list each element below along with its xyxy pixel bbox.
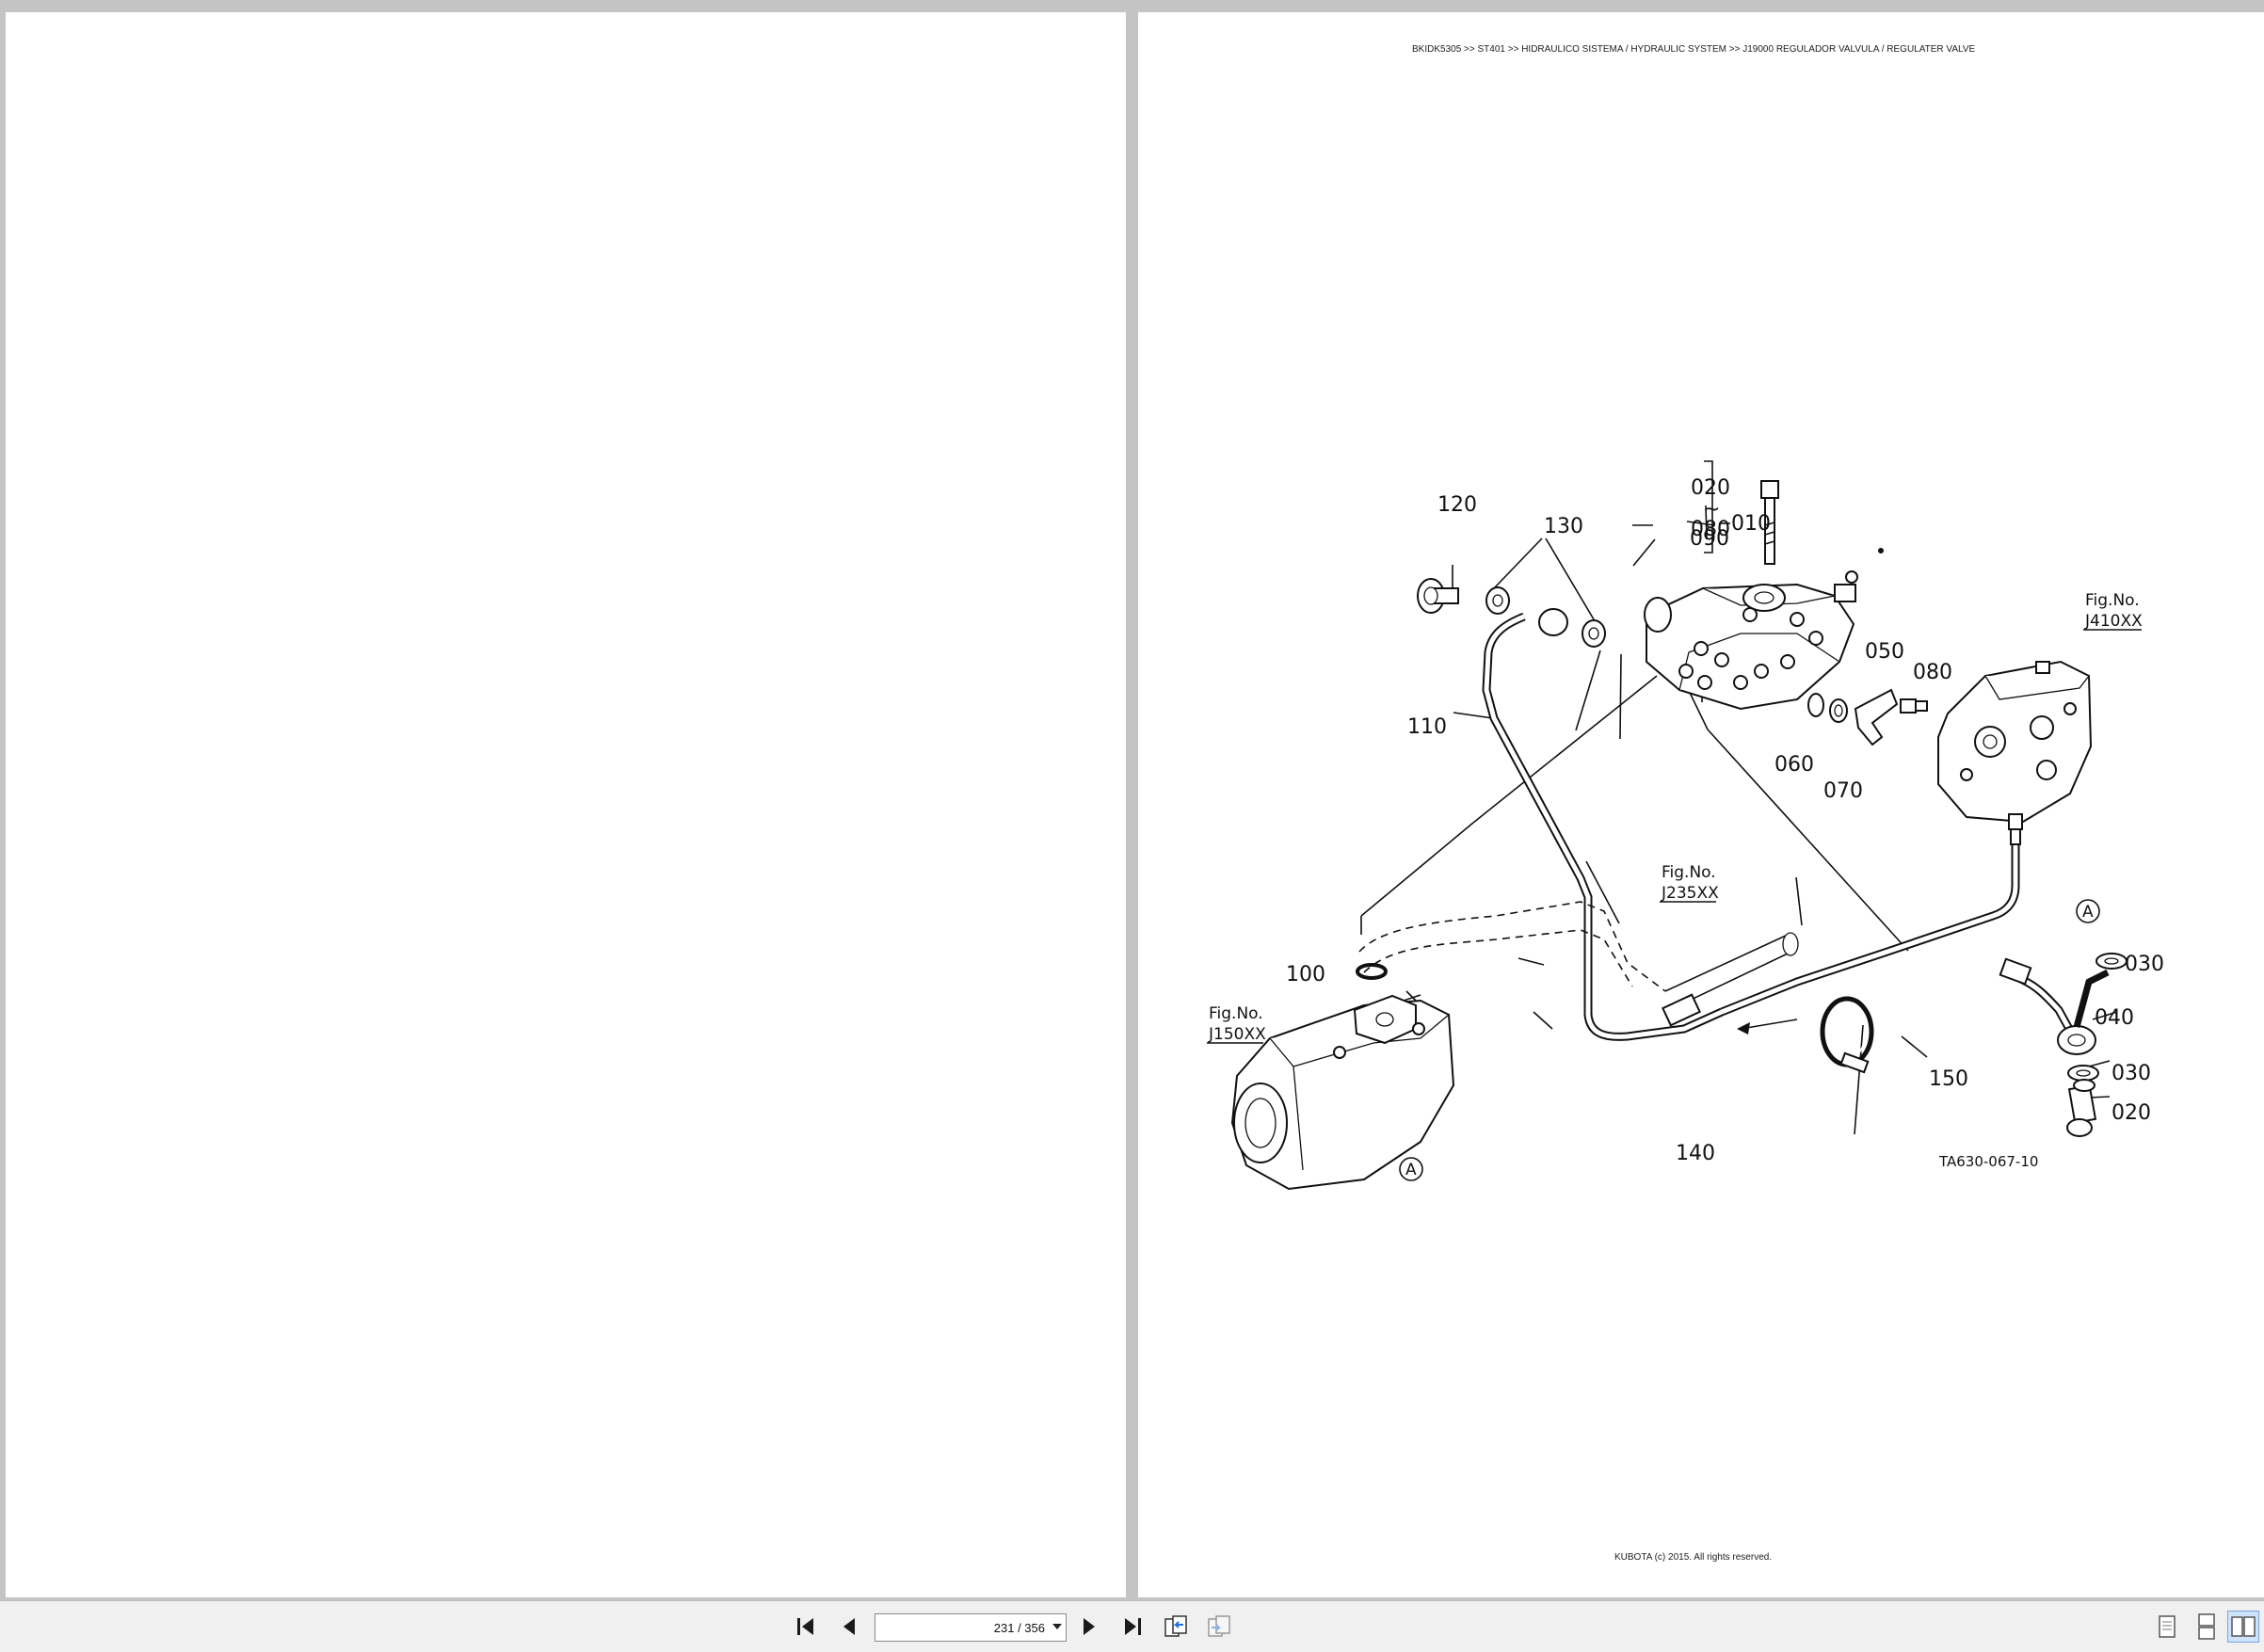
callout-040: 040: [2095, 1006, 2134, 1030]
part-140-sleeve: [1662, 993, 1701, 1027]
chevron-down-icon[interactable]: [1052, 1624, 1062, 1629]
callout-090: 090: [1690, 527, 1729, 551]
page-number-field[interactable]: [875, 1613, 1067, 1642]
two-page-view-button[interactable]: [2227, 1611, 2259, 1643]
last-page-icon: [1125, 1618, 1141, 1635]
part-020-banjo-bolt: [2066, 1079, 2097, 1137]
fig-j235-label: Fig.No.: [1662, 863, 1716, 882]
svg-text:A: A: [1405, 1161, 1417, 1179]
part-060-o-ring: [1807, 693, 1824, 717]
callout-010: 010: [1731, 512, 1771, 536]
callout-080: 080: [1913, 661, 1952, 684]
two-page-view-icon: [2231, 1616, 2256, 1637]
fig-j235-code: J235XX: [1661, 884, 1719, 903]
part-010-regulator-valve: [1644, 548, 1884, 711]
callout-130: 130: [1544, 515, 1583, 538]
callout-050: 050: [1865, 640, 1904, 664]
fig-j150-code: J150XX: [1208, 1025, 1266, 1044]
previous-page-icon: [843, 1618, 855, 1635]
svg-text:A: A: [2082, 903, 2094, 922]
part-030-washers: [2067, 953, 2128, 1082]
continuous-view-icon: [2198, 1613, 2215, 1640]
figure-references: Fig.No. J410XX Fig.No. J235XX Fig.No. J1…: [1207, 591, 2143, 1044]
part-090-bolt: [1760, 480, 1779, 565]
callout-150: 150: [1929, 1067, 1968, 1091]
part-050-bracket: [1854, 688, 1899, 746]
next-page-icon: [1084, 1618, 1095, 1635]
callout-030-top: 030: [2125, 953, 2164, 976]
callout-070: 070: [1823, 779, 1863, 803]
figure-code: TA630-067-10: [1938, 1153, 2038, 1170]
callout-020-range: 020: [1691, 476, 1730, 500]
callout-020: 020: [2111, 1101, 2151, 1125]
fig-j410-label: Fig.No.: [2085, 591, 2140, 610]
part-130-washers: [1485, 586, 1606, 648]
fig-j150-pump: [1230, 990, 1455, 1191]
previous-page-button[interactable]: [833, 1611, 865, 1643]
next-page-button[interactable]: [1073, 1611, 1105, 1643]
page-number-input[interactable]: [875, 1614, 1049, 1641]
breadcrumb: BKIDK5305 >> ST401 >> HIDRAULICO SISTEMA…: [1412, 44, 1976, 55]
callout-120: 120: [1437, 493, 1477, 517]
callout-080-range: 080: [1691, 518, 1730, 541]
marker-a-top: A: [2076, 899, 2100, 923]
fig-j150-label: Fig.No.: [1209, 1004, 1263, 1023]
callout-030-bottom: 030: [2111, 1062, 2151, 1085]
part-100-o-ring: [1356, 963, 1388, 980]
part-040-pipe-end: [1999, 957, 2110, 1055]
parts-diagram: 120 130 090 020 ~ 080 010 110 050 080 06…: [1207, 460, 2164, 1191]
continuous-view-button[interactable]: [2191, 1611, 2223, 1643]
viewer-toolbar: [0, 1600, 2264, 1652]
right-page: BKIDK5305 >> ST401 >> HIDRAULICO SISTEMA…: [1138, 12, 2264, 1597]
go-back-button[interactable]: [1160, 1611, 1192, 1643]
part-080-plug: [1900, 698, 1928, 714]
left-page: [6, 12, 1126, 1597]
first-page-icon: [797, 1618, 813, 1635]
go-forward-icon: [1208, 1615, 1230, 1637]
first-page-button[interactable]: [791, 1611, 823, 1643]
single-page-view-icon: [2159, 1615, 2176, 1638]
callout-labels: 120 130 090 020 ~ 080 010 110 050 080 06…: [1286, 476, 2164, 1165]
fig-j410-block: [1937, 660, 2093, 845]
callout-tilde: ~: [1703, 498, 1720, 521]
fig-j410-code: J410XX: [2084, 612, 2143, 631]
part-150-hose-clamp: [1820, 996, 1874, 1074]
callout-140: 140: [1676, 1142, 1715, 1165]
single-page-view-button[interactable]: [2151, 1611, 2183, 1643]
part-120-plug: [1417, 578, 1459, 614]
go-forward-button[interactable]: [1203, 1611, 1235, 1643]
callout-060: 060: [1774, 753, 1814, 777]
copyright-footer: KUBOTA (c) 2015. All rights reserved.: [1614, 1552, 1773, 1563]
arrow-to-140: [1740, 1018, 1798, 1030]
marker-a-bottom: A: [1399, 1157, 1423, 1181]
callout-110: 110: [1407, 715, 1447, 739]
last-page-button[interactable]: [1116, 1611, 1148, 1643]
go-back-icon: [1164, 1615, 1187, 1637]
callout-100: 100: [1286, 963, 1325, 986]
